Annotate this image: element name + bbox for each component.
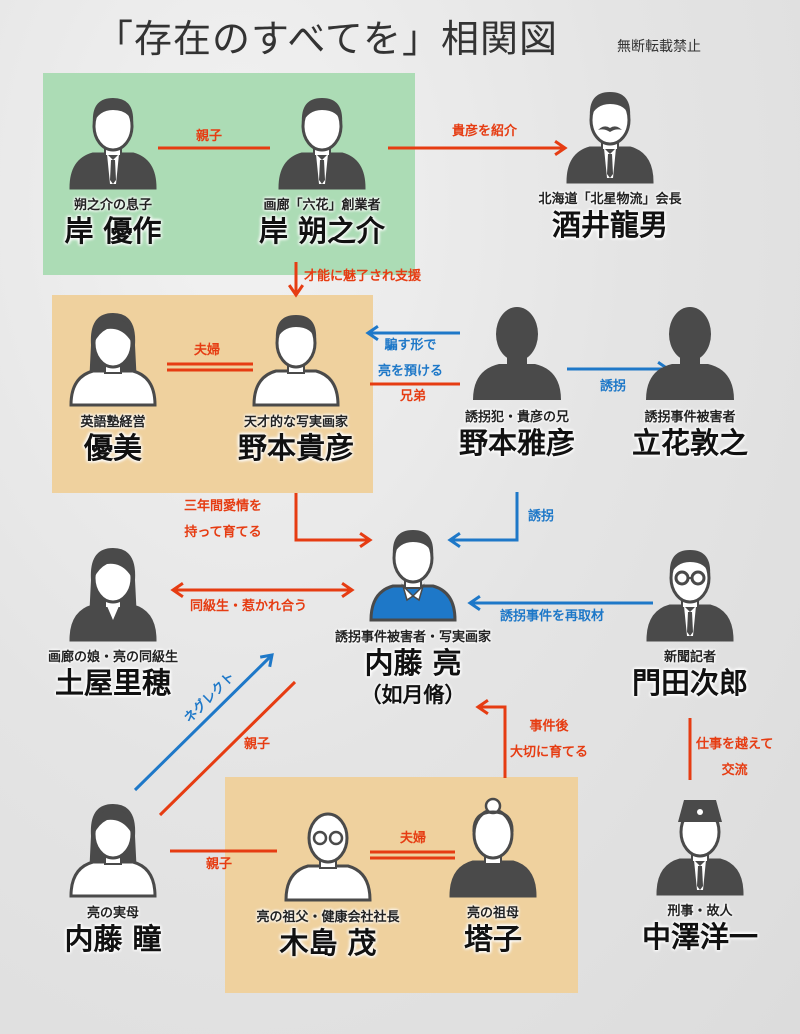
man-glasses-icon xyxy=(590,540,790,642)
person-name: 野本貴彦 xyxy=(237,431,354,465)
person-alias: （如月脩） xyxy=(360,683,466,707)
person-name: 塔子 xyxy=(463,922,522,956)
relation-line-masahiko-ryo xyxy=(450,492,519,542)
person-description: 誘拐犯・貴彦の兄 xyxy=(464,410,569,425)
relation-label-shigeru-toko: 夫婦 xyxy=(400,831,427,846)
relation-label-kadota-ryo: 誘拐事件を再取材 xyxy=(500,609,605,624)
relation-line-hitomi-ryo-neglect xyxy=(133,653,274,792)
arrow-head-icon xyxy=(287,284,305,298)
person-name: 優美 xyxy=(83,431,142,465)
elderly-man-icon xyxy=(228,800,428,902)
relation-label-kadota-nakazawa: 仕事を越えて 交流 xyxy=(696,737,774,778)
person-name: 門田次郎 xyxy=(631,666,748,700)
person-nomoto-takahiko: 天才的な写実画家野本貴彦 xyxy=(196,305,396,466)
person-kadota-jiro: 新聞記者門田次郎 xyxy=(590,540,790,701)
person-description: 誘拐事件被害者・写実画家 xyxy=(334,630,491,645)
relation-label-masahiko-tachibana: 誘拐 xyxy=(600,379,627,394)
relation-label-riho-ryo: 同級生・惹かれ合う xyxy=(190,599,308,614)
person-description: 刑事・故人 xyxy=(667,904,733,919)
person-description: 英語塾経営 xyxy=(80,415,146,430)
relation-label-yumi-takahiko: 夫婦 xyxy=(194,343,221,358)
person-name: 野本雅彦 xyxy=(458,426,575,460)
police-icon xyxy=(600,794,800,896)
woman-icon xyxy=(13,796,213,898)
person-name: 岸 優作 xyxy=(64,214,162,248)
person-toko: 亮の祖母塔子 xyxy=(393,796,593,957)
relation-label-masahiko-takahiko-brothers: 兄弟 xyxy=(400,389,427,404)
relation-label-sakunosuke-takahiko: 才能に魅了され支援 xyxy=(304,269,422,284)
relation-line-takahiko-ryo xyxy=(294,493,370,542)
person-kishi-sakunosuke: 画廊「六花」創業者岸 朔之介 xyxy=(222,88,422,249)
person-tachibana-atsuyuki: 誘拐事件被害者立花敦之 xyxy=(590,300,790,461)
arrow-head-icon xyxy=(365,324,379,342)
person-name: 内藤 亮 xyxy=(364,646,462,680)
silhouette-icon xyxy=(590,300,790,402)
person-naito-hitomi: 亮の実母内藤 瞳 xyxy=(13,796,213,957)
arrow-head-icon xyxy=(170,581,184,599)
person-naito-ryo: 誘拐事件被害者・写実画家内藤 亮 （如月脩） xyxy=(313,520,513,709)
arrow-head-icon xyxy=(259,653,274,668)
arrow-head-icon xyxy=(359,531,373,549)
person-name: 木島 茂 xyxy=(279,926,377,960)
person-description: 新聞記者 xyxy=(663,650,716,665)
relation-label-hitomi-shigeru: 親子 xyxy=(206,857,233,872)
person-name: 酒井龍男 xyxy=(551,208,668,242)
relation-label-takahiko-ryo: 三年間愛情を 持って育てる xyxy=(184,499,263,540)
person-name: 中澤洋一 xyxy=(641,920,758,954)
relation-line-grandparents-ryo xyxy=(478,705,507,778)
person-name: 土屋里穂 xyxy=(54,666,171,700)
person-kishi-yusaku: 朔之介の息子岸 優作 xyxy=(13,88,213,249)
person-kijima-shigeru: 亮の祖父・健康会社社長木島 茂 xyxy=(228,800,428,961)
relation-label-sakunosuke-sakai: 貴彦を紹介 xyxy=(452,124,518,139)
arrow-head-icon xyxy=(475,698,489,716)
person-description: 画廊の娘・亮の同級生 xyxy=(47,650,178,665)
relation-label-yusaku-sakunosuke: 親子 xyxy=(196,129,223,144)
man-blue-shirt-icon xyxy=(313,520,513,622)
person-name: 岸 朔之介 xyxy=(258,214,386,248)
person-description: 北海道「北星物流」会長 xyxy=(538,192,682,207)
man-casual-icon xyxy=(196,305,396,407)
page-title: 「存在のすべてを」相関図 xyxy=(95,17,559,61)
person-description: 亮の祖母 xyxy=(466,906,519,921)
person-tsuchiya-riho: 画廊の娘・亮の同級生土屋里穂 xyxy=(13,540,213,701)
person-description: 朔之介の息子 xyxy=(73,198,152,213)
arrow-head-icon xyxy=(554,139,568,157)
arrow-head-icon xyxy=(467,594,481,612)
man-suit-icon xyxy=(13,88,213,190)
arrow-head-icon xyxy=(447,531,461,549)
person-yumi: 英語塾経営優美 xyxy=(13,305,213,466)
person-description: 亮の実母 xyxy=(86,906,139,921)
person-sakai-tatsuo: 北海道「北星物流」会長酒井龍男 xyxy=(510,82,710,243)
woman-suit-icon xyxy=(13,540,213,642)
relation-label-hitomi-ryo-parent: 親子 xyxy=(244,737,271,752)
elderly-woman-icon xyxy=(393,796,593,898)
copyright-notice: 無断転載禁止 xyxy=(617,39,701,55)
man-suit-icon xyxy=(222,88,422,190)
silhouette-icon xyxy=(417,300,617,402)
person-description: 誘拐事件被害者 xyxy=(644,410,736,425)
person-description: 天才的な写実画家 xyxy=(243,415,348,430)
woman-icon xyxy=(13,305,213,407)
relation-line-hitomi-ryo-parent xyxy=(158,680,297,817)
person-name: 立花敦之 xyxy=(631,426,748,460)
relation-label-masahiko-takahiko-entrust: 騙す形で 亮を預ける xyxy=(378,338,444,379)
relation-label-masahiko-ryo: 誘拐 xyxy=(528,509,555,524)
person-nomoto-masahiko: 誘拐犯・貴彦の兄野本雅彦 xyxy=(417,300,617,461)
person-name: 内藤 瞳 xyxy=(64,922,162,956)
relation-label-grandparents-ryo: 事件後 大切に育てる xyxy=(510,719,589,760)
person-nakazawa-yoichi: 刑事・故人中澤洋一 xyxy=(600,794,800,955)
person-description: 亮の祖父・健康会社社長 xyxy=(256,910,400,925)
arrow-head-icon xyxy=(341,581,355,599)
man-mustache-icon xyxy=(510,82,710,184)
person-description: 画廊「六花」創業者 xyxy=(263,198,381,213)
